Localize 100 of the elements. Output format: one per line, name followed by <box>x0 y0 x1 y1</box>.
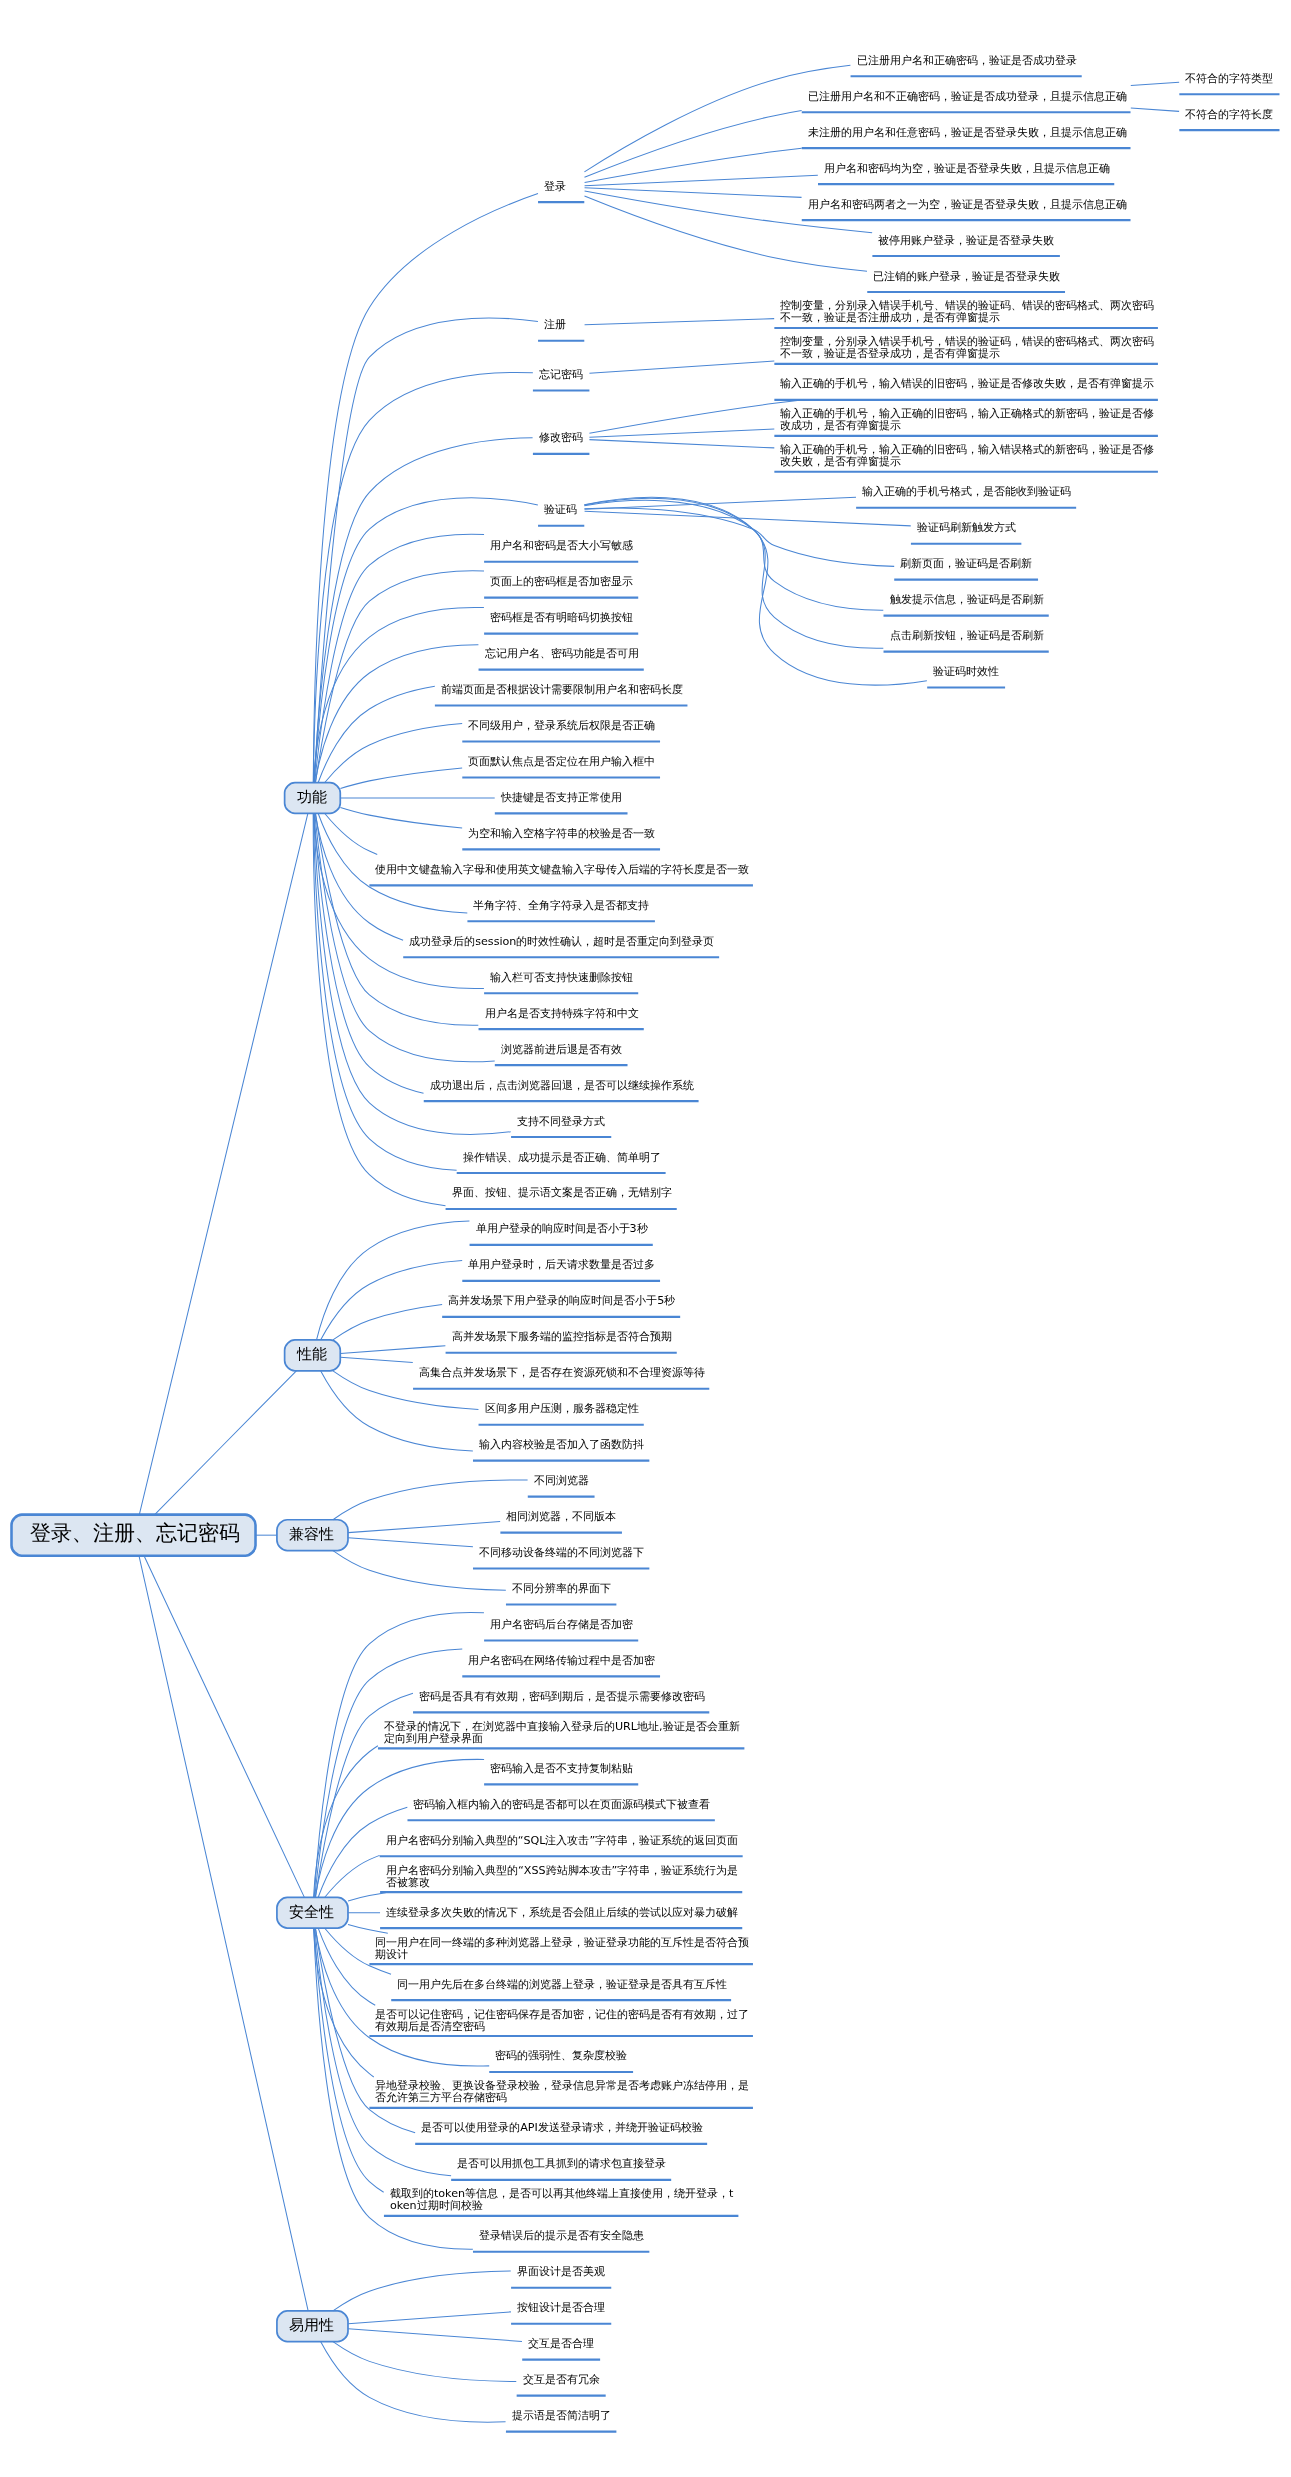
connector <box>347 1891 389 1902</box>
connector <box>347 1912 381 1914</box>
connector <box>584 318 775 326</box>
node-text: 修改密码 <box>538 431 583 445</box>
node-text: 密码输入框内输入的密码是否都可以在页面源码模式下被查看 <box>413 1797 711 1811</box>
connector <box>313 437 534 783</box>
node-text: 成功退出后，点击浏览器回退，是否可以继续操作系统 <box>429 1078 694 1092</box>
connector <box>317 1927 376 2006</box>
connector <box>347 1537 474 1548</box>
connector <box>1130 107 1180 112</box>
node-text: 不同移动设备终端的不同浏览器下 <box>478 1546 644 1560</box>
connector <box>588 439 775 449</box>
connector <box>347 2311 512 2325</box>
connector <box>584 190 873 234</box>
node-text: 输入正确的手机号，输入错误的旧密码，验证是否修改失败，是否有弹窗提示 <box>780 377 1155 391</box>
connector <box>314 1692 414 1898</box>
node-text: 输入正确的手机号，输入正确的旧密码，输入正确格式的新密码，验证是否修改成功，是否有弹窗提示 <box>780 407 1155 433</box>
connector <box>320 1259 463 1341</box>
node-text: 是否可以使用登录的API发送登录请求，并绕开验证码校验 <box>421 2121 703 2135</box>
node-text: 未注册的用户名和任意密码，验证是否登录失败，且提示信息正确 <box>807 125 1127 139</box>
node-text: 密码输入是否不支持复制粘贴 <box>490 1761 634 1775</box>
connector <box>255 1534 278 1536</box>
connector <box>324 723 463 784</box>
connector <box>314 644 479 783</box>
connector <box>312 813 458 1171</box>
node-text: 验证码刷新触发方式 <box>916 521 1016 535</box>
connector <box>332 1304 443 1341</box>
node-box: 安全性 <box>276 1896 349 1929</box>
node-text: 不登录的情况下，在浏览器中直接输入登录后的URL地址,验证是否会重新定向到用户登录界面 <box>383 1719 740 1745</box>
node-text: 是否可以用抓包工具抓到的请求包直接登录 <box>457 2157 667 2171</box>
connector <box>320 1370 474 1452</box>
connector <box>138 1555 309 2312</box>
connector <box>583 496 928 686</box>
node-text: 高集合点并发场景下，是否存在资源死锁和不合理资源等待 <box>419 1366 706 1380</box>
connector <box>339 806 463 829</box>
connector <box>584 187 803 198</box>
node-text: 截取到的token等信息，是否可以再其他终端上直接使用，绕开登录，token过期时间校验 <box>389 2187 734 2213</box>
connector <box>332 2270 512 2312</box>
node-text: 用户名和密码是否大小写敏感 <box>490 539 634 553</box>
connector <box>584 496 857 510</box>
connector <box>138 812 309 1515</box>
node-box: 功能 <box>283 781 342 815</box>
node-text: 输入内容校验是否加入了函数防抖 <box>478 1438 644 1452</box>
node-text: 同一用户先后在多台终端的浏览器上登录，验证登录是否具有互斥性 <box>397 1977 728 1991</box>
node-text: 半角字符、全角字符录入是否都支持 <box>473 898 650 912</box>
connector <box>314 1927 452 2177</box>
node-text: 是否可以记住密码，记住密码保存是否加密，记住的密码是否有有效期，过了有效期后是否清空密码 <box>375 2007 750 2033</box>
node-text: 前端页面是否根据设计需要限制用户名和密码长度 <box>440 683 683 697</box>
node-text: 连续登录多次失败的情况下，系统是否会阻止后续的尝试以应对暴力破解 <box>386 1905 739 1919</box>
node-text: 单用户登录时，后天请求数量是否过多 <box>468 1258 656 1272</box>
connector <box>320 2341 507 2423</box>
connector <box>313 606 485 784</box>
node-text: 已注销的账户登录，验证是否登录失败 <box>873 269 1061 283</box>
connector <box>584 174 819 187</box>
node-text: 界面、按钮、提示语文案是否正确，无错别字 <box>451 1186 672 1200</box>
connector <box>584 510 912 527</box>
node-text: 高并发场景下用户登录的响应时间是否小于5秒 <box>448 1294 676 1308</box>
connector <box>332 1550 507 1591</box>
node-text: 提示语是否简洁明了 <box>511 2409 611 2423</box>
node-text: 用户名和密码均为空，验证是否登录失败，且提示信息正确 <box>824 161 1111 175</box>
node-text: 单用户登录的响应时间是否小于3秒 <box>475 1222 648 1236</box>
connector <box>339 1345 446 1354</box>
connector <box>339 767 463 790</box>
connector <box>347 2328 523 2342</box>
node-text: 界面设计是否美观 <box>517 2265 606 2279</box>
node-text: 异地登录校验、更换设备登录校验，登录信息异常是否考虑账户冻结停用，是否允许第三方平台存储密码 <box>375 2079 750 2105</box>
node-text: 用户名密码后台存储是否加密 <box>490 1617 634 1631</box>
node-text: 登录 <box>544 179 567 193</box>
node-text: 验证码 <box>544 503 578 517</box>
connector <box>332 1479 529 1521</box>
node-text: 交互是否有冗余 <box>522 2373 600 2387</box>
node-box: 性能 <box>283 1339 342 1372</box>
node-text: 密码是否具有有效期，密码到期后，是否提示需要修改密码 <box>419 1689 706 1703</box>
node-text: 登录错误后的提示是否有安全隐患 <box>478 2229 644 2243</box>
node-box: 兼容性 <box>276 1518 349 1552</box>
connector <box>324 1927 392 1975</box>
connector <box>347 1924 389 1934</box>
node-text: 支持不同登录方式 <box>517 1114 606 1128</box>
connector <box>314 1758 485 1898</box>
node-text: 用户名密码分别输入典型的“SQL注入攻击”字符串，验证系统的返回页面 <box>385 1833 739 1847</box>
connector <box>317 813 468 914</box>
connector <box>313 497 539 784</box>
node-text: 不同浏览器 <box>533 1474 589 1488</box>
node-text: 被停用账户登录，验证是否登录失败 <box>878 233 1055 247</box>
node-text: 用户名是否支持特殊字符和中文 <box>484 1006 639 1020</box>
node-text: 使用中文键盘输入字母和使用英文键盘输入字母传入后端的字符长度是否一致 <box>375 862 750 876</box>
node-text: 高并发场景下服务端的监控指标是否符合预期 <box>451 1330 672 1344</box>
node-text: 密码框是否有明暗码切换按钮 <box>490 611 634 625</box>
connector <box>588 360 775 374</box>
node-text: 验证码时效性 <box>933 665 1000 679</box>
connector <box>314 813 496 1063</box>
connector <box>324 1854 381 1898</box>
node-text: 成功登录后的session的时效性确认，超时是否重定向到登录页 <box>409 934 715 948</box>
node-text: 已注册用户名和正确密码，验证是否成功登录 <box>856 53 1077 67</box>
connector <box>583 64 851 173</box>
node-text: 快捷键是否支持正常使用 <box>500 790 622 804</box>
connector <box>583 499 884 611</box>
connector <box>583 497 884 649</box>
node-text: 输入正确的手机号，输入正确的旧密码，输入错误格式的新密码，验证是否修改失败，是否有弹窗提示 <box>780 443 1155 469</box>
node-text: 页面上的密码框是否加密显示 <box>490 575 634 589</box>
